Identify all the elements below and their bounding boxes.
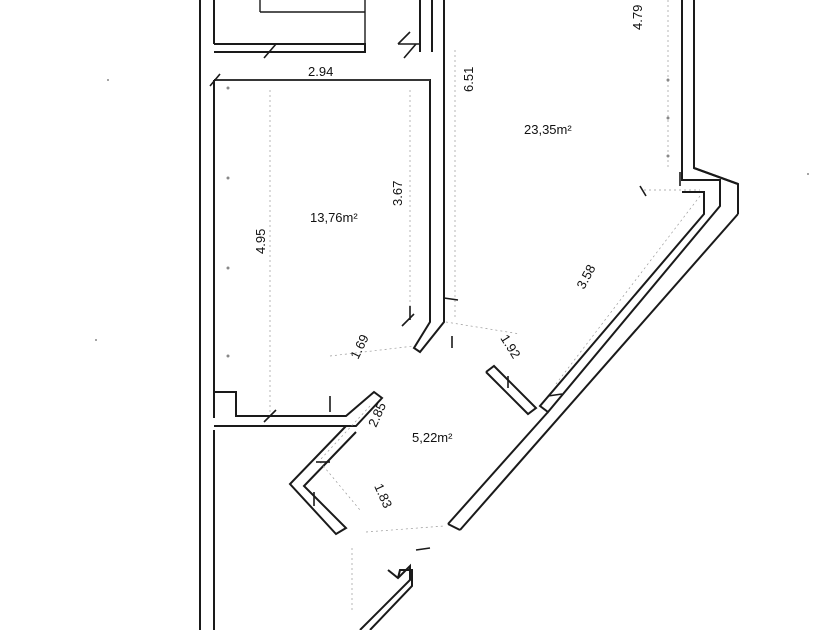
dim-hall-left-top: 1.69 (347, 332, 372, 361)
dim-height-left-room: 4.95 (253, 229, 268, 254)
large-room-walls (447, 0, 739, 531)
top-left-small-room (214, 0, 433, 53)
dimension-ticks (209, 31, 681, 551)
dim-height-large-room: 6.51 (461, 67, 476, 92)
dimension-lines (214, 0, 701, 610)
area-left-room: 13,76m² (310, 210, 358, 225)
area-large-room: 23,35m² (524, 122, 572, 137)
dim-hall-bottom-left: 1.83 (371, 481, 395, 510)
dim-top-right: 4.79 (630, 5, 645, 30)
wall-dots (95, 78, 809, 358)
dim-diagonal-large: 3.58 (573, 262, 598, 291)
dim-width-left-room: 2.94 (308, 64, 333, 79)
area-hall: 5,22m² (412, 430, 453, 445)
outer-left-wall (199, 0, 215, 630)
dim-hall-left-side: 2.85 (365, 400, 389, 429)
dim-hall-right-top: 1.92 (497, 332, 523, 361)
hall-walls (288, 364, 538, 630)
dim-inner-left-room: 3.67 (390, 181, 405, 206)
